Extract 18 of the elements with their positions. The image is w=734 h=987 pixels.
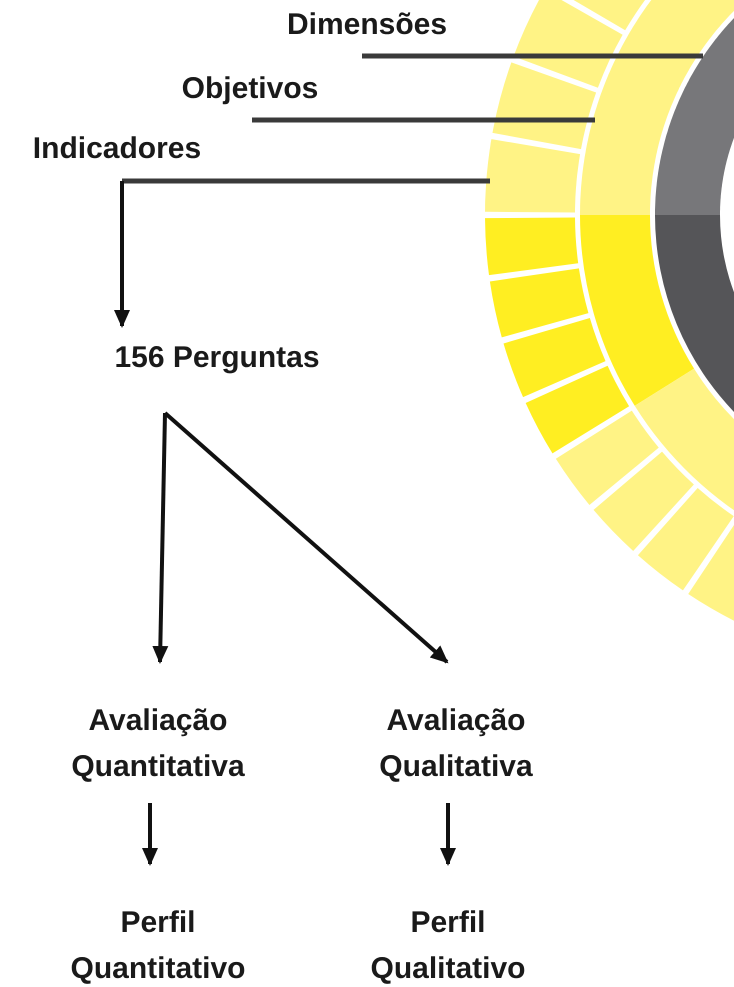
arrow [440, 803, 456, 866]
label-text: Dimensões [272, 2, 462, 48]
leader-line [122, 178, 490, 184]
ring-segment [655, 18, 734, 215]
arrow [164, 412, 448, 664]
node-text: 156 Perguntas [86, 335, 348, 381]
node-text: Avaliação Qualitativa [336, 698, 576, 790]
arrow [152, 412, 168, 664]
label-text: Objetivos [160, 66, 340, 112]
label-text: Indicadores [12, 126, 222, 172]
leader-line [252, 118, 595, 122]
arrow [142, 803, 158, 866]
arrow [114, 181, 130, 328]
node-text: Perfil Quantitativo [58, 900, 258, 987]
node-text: Avaliação Quantitativa [28, 698, 288, 790]
node-text: Perfil Qualitativo [348, 900, 548, 987]
leader-line [362, 54, 703, 58]
ring-segment [485, 139, 580, 212]
